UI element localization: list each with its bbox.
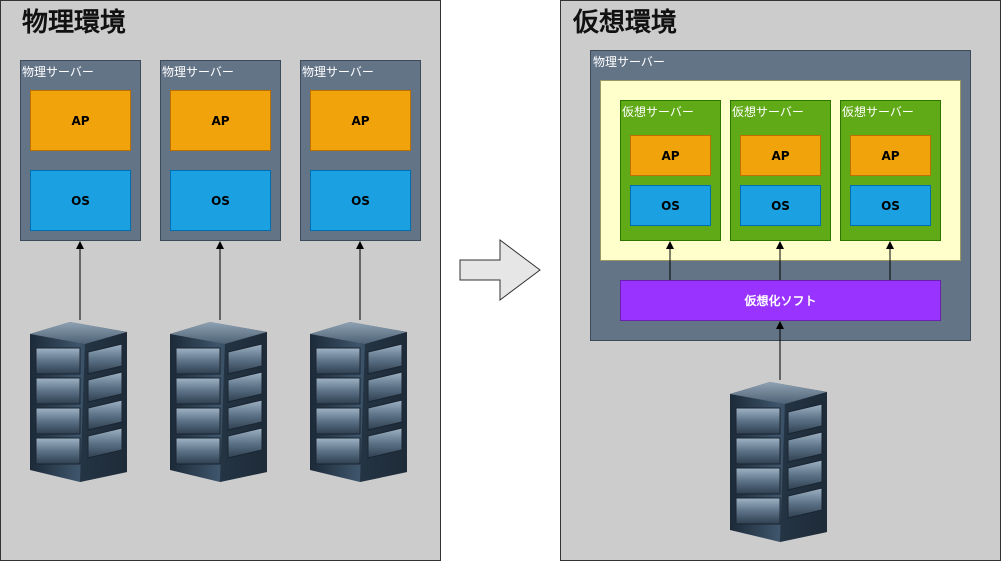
server-rack-icon [729,381,828,543]
virtual-server-label: 仮想サーバー [842,105,914,119]
os-box: OS [30,170,131,231]
virtual-server-label: 仮想サーバー [622,105,694,119]
physical-environment-title: 物理環境 [22,8,127,38]
physical-server-label: 物理サーバー [302,65,374,79]
os-box: OS [850,185,931,226]
server-rack-icon [29,321,128,483]
ap-box: AP [170,90,271,151]
os-box: OS [740,185,821,226]
ap-box: AP [850,135,931,176]
server-rack-icon [169,321,268,483]
os-box: OS [310,170,411,231]
physical-server-label: 物理サーバー [22,65,94,79]
ap-box: AP [30,90,131,151]
host-physical-server-label: 物理サーバー [593,55,665,69]
virtual-environment-title: 仮想環境 [573,8,678,38]
ap-box: AP [740,135,821,176]
server-rack-icon [309,321,408,483]
ap-box: AP [310,90,411,151]
virtual-server-label: 仮想サーバー [732,105,804,119]
physical-server-label: 物理サーバー [162,65,234,79]
os-box: OS [630,185,711,226]
ap-box: AP [630,135,711,176]
os-box: OS [170,170,271,231]
transition-arrow-icon [459,239,541,301]
hypervisor-box: 仮想化ソフト [620,280,941,321]
